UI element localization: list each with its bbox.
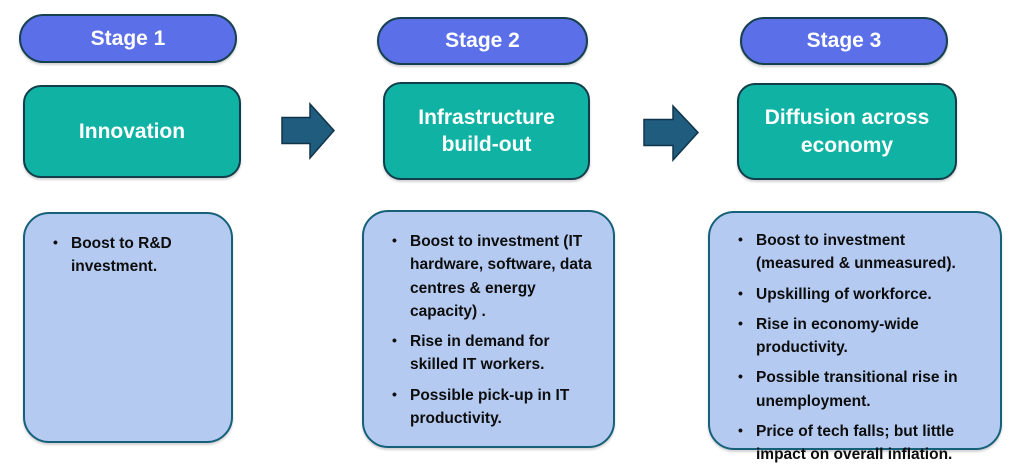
stage2-label: Stage 2 — [445, 29, 520, 52]
arrow-stage2-to-stage3 — [643, 104, 699, 162]
stage1-title: Innovation — [78, 119, 186, 143]
list-item: Boost to investment (measured & unmeasur… — [736, 229, 986, 276]
list-item: Boost to R&D investment. — [51, 232, 217, 279]
list-item: Price of tech falls; but little impact o… — [736, 420, 986, 467]
stage1-pill: Stage 1 — [19, 14, 237, 63]
list-item: Possible pick-up in IT productivity. — [390, 384, 599, 431]
stage1-title-box: Innovation — [23, 85, 241, 178]
stage1-label: Stage 1 — [90, 26, 166, 50]
arrow-stage1-to-stage2 — [281, 102, 335, 160]
stage2-bullet-list: Boost to investment (IT hardware, softwa… — [390, 230, 599, 430]
list-item: Rise in economy-wide productivity. — [736, 313, 986, 360]
stage3-bullet-list: Boost to investment (measured & unmeasur… — [736, 229, 986, 466]
list-item: Upskilling of workforce. — [736, 283, 986, 306]
list-item: Possible transitional rise in unemployme… — [736, 366, 986, 413]
stage2-pill: Stage 2 — [377, 17, 588, 65]
right-arrow-icon — [643, 104, 699, 162]
stage3-title: Diffusion across economy — [764, 106, 930, 157]
list-item: Rise in demand for skilled IT workers. — [390, 330, 599, 377]
stage2-title: Infrastructure build-out — [418, 105, 555, 156]
stage3-pill: Stage 3 — [740, 17, 948, 65]
stage3-title-box: Diffusion across economy — [737, 83, 957, 180]
list-item: Boost to investment (IT hardware, softwa… — [390, 230, 599, 323]
stage1-bullet-box: Boost to R&D investment. — [23, 212, 233, 443]
stage3-label: Stage 3 — [806, 29, 882, 52]
right-arrow-icon — [281, 102, 335, 160]
stage3-bullet-box: Boost to investment (measured & unmeasur… — [708, 211, 1002, 463]
stage2-title-box: Infrastructure build-out — [383, 82, 590, 180]
stage1-bullet-list: Boost to R&D investment. — [51, 232, 217, 279]
stage2-bullet-box: Boost to investment (IT hardware, softwa… — [362, 210, 615, 448]
